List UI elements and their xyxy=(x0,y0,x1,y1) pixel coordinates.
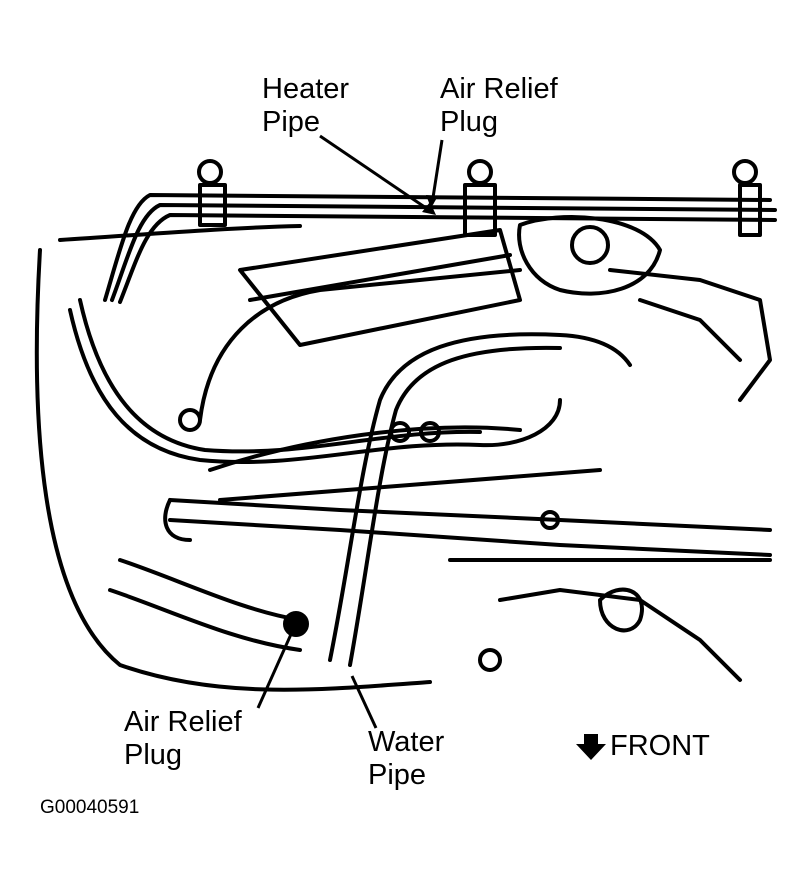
clamp-left-bolt xyxy=(197,159,223,185)
fender-arc xyxy=(58,224,302,242)
front-label: FRONT xyxy=(610,730,710,762)
clamp-right-bolt xyxy=(732,159,758,185)
lower-pipe xyxy=(168,498,772,532)
leader-heater-pipe xyxy=(319,134,433,214)
water-pipe-body xyxy=(328,332,632,662)
bolt-e xyxy=(540,510,560,530)
water-pipe-label: Water Pipe xyxy=(368,726,445,791)
leader-water-pipe xyxy=(350,675,378,729)
leader-arrow-air-top xyxy=(426,195,438,208)
leader-air-relief-top xyxy=(430,139,444,205)
leader-air-relief-bottom xyxy=(256,631,294,709)
bolt-c xyxy=(419,421,441,443)
radiator-hose xyxy=(118,558,302,622)
bolt-a xyxy=(178,408,202,432)
intake-manifold xyxy=(208,425,522,472)
down-arrow-icon xyxy=(576,734,606,760)
air-relief-plug-bottom-label: Air Relief Plug xyxy=(124,706,242,771)
right-components xyxy=(608,268,772,402)
bolt-d xyxy=(478,648,502,672)
clamp-right xyxy=(738,183,762,237)
heater-pipe-body xyxy=(68,308,562,464)
air-relief-plug-top-label: Air Relief Plug xyxy=(440,73,558,138)
support-bar xyxy=(103,193,772,302)
bolt-b xyxy=(389,421,411,443)
valve-cover xyxy=(198,268,522,422)
bottom-plug xyxy=(283,611,309,637)
clamp-mid xyxy=(463,183,497,237)
throttle-body xyxy=(517,215,662,296)
clamp-mid-bolt xyxy=(467,159,493,185)
clamp-left xyxy=(198,183,227,227)
cylinder-head xyxy=(238,228,522,347)
lower-right-assembly xyxy=(498,588,742,682)
heater-pipe-label: Heater Pipe xyxy=(262,73,350,138)
figure-code: G00040591 xyxy=(40,797,140,818)
body-outline xyxy=(34,248,432,692)
leader-arrow-heater xyxy=(422,202,436,215)
